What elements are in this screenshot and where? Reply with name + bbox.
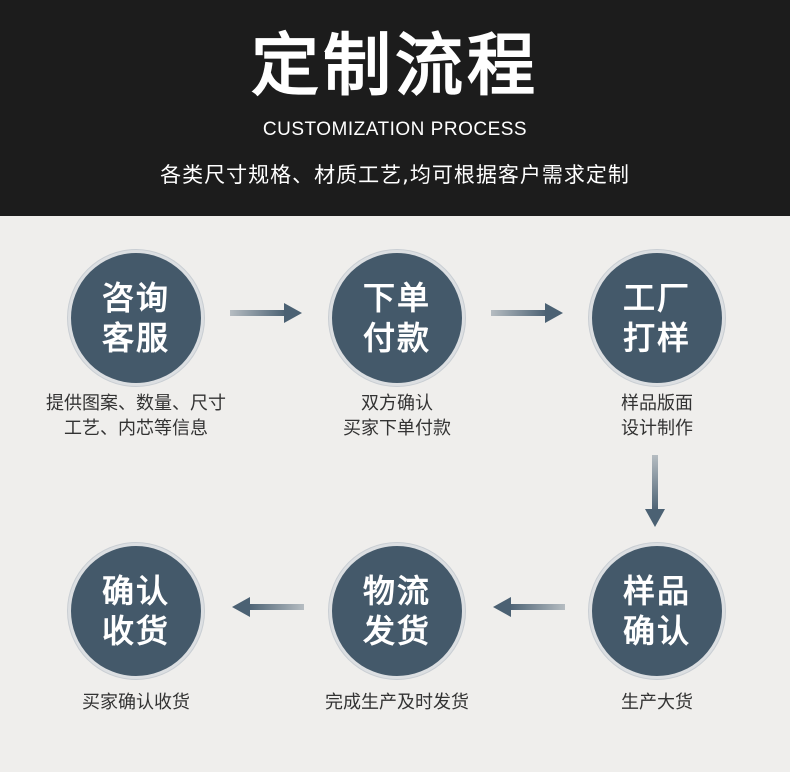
step-desc-line: 双方确认 xyxy=(361,393,433,414)
step-shipping-circle: 物流 发货 xyxy=(329,543,465,679)
step-title-line: 工厂 xyxy=(622,279,691,317)
step-title-line: 发货 xyxy=(362,612,431,650)
page-description: 各类尺寸规格、材质工艺,均可根据客户需求定制 xyxy=(160,163,630,187)
step-sample-desc: 样品版面 设计制作 xyxy=(527,391,787,441)
step-desc-line: 买家下单付款 xyxy=(343,418,451,439)
arrow-down-icon xyxy=(645,455,665,527)
step-title-line: 确认 xyxy=(101,572,170,610)
step-consult-desc: 提供图案、数量、尺寸 工艺、内芯等信息 xyxy=(6,391,266,441)
step-title-line: 下单 xyxy=(362,279,431,317)
step-order-desc: 双方确认 买家下单付款 xyxy=(267,391,527,441)
page-subtitle: CUSTOMIZATION PROCESS xyxy=(262,119,528,140)
step-consult-circle: 咨询 客服 xyxy=(68,250,204,386)
step-shipping-desc: 完成生产及时发货 xyxy=(267,690,527,715)
arrow-left-icon xyxy=(493,597,565,617)
step-title-line: 确认 xyxy=(622,612,691,650)
arrow-right-icon xyxy=(230,303,302,323)
step-receive-desc: 买家确认收货 xyxy=(6,690,266,715)
step-desc-line: 设计制作 xyxy=(621,418,693,439)
step-desc-line: 样品版面 xyxy=(621,393,693,414)
header-banner: 定制流程 CUSTOMIZATION PROCESS 各类尺寸规格、材质工艺,均… xyxy=(0,0,790,216)
step-title-line: 打样 xyxy=(622,319,691,357)
step-title-line: 付款 xyxy=(362,319,431,357)
step-desc-line: 生产大货 xyxy=(621,692,693,713)
step-title-line: 物流 xyxy=(362,572,431,610)
step-desc-line: 工艺、内芯等信息 xyxy=(64,418,208,439)
step-title-line: 客服 xyxy=(101,319,170,357)
step-title-line: 收货 xyxy=(101,612,170,650)
step-confirm-sample-desc: 生产大货 xyxy=(527,690,787,715)
arrow-left-icon xyxy=(232,597,304,617)
step-desc-line: 买家确认收货 xyxy=(82,692,190,713)
step-title-line: 样品 xyxy=(622,572,691,610)
page-title: 定制流程 xyxy=(250,27,539,106)
step-desc-line: 完成生产及时发货 xyxy=(325,692,469,713)
step-receive-circle: 确认 收货 xyxy=(68,543,204,679)
step-desc-line: 提供图案、数量、尺寸 xyxy=(46,393,226,414)
step-sample-circle: 工厂 打样 xyxy=(589,250,725,386)
step-order-circle: 下单 付款 xyxy=(329,250,465,386)
arrow-right-icon xyxy=(491,303,563,323)
step-confirm-sample-circle: 样品 确认 xyxy=(589,543,725,679)
step-title-line: 咨询 xyxy=(101,279,170,317)
